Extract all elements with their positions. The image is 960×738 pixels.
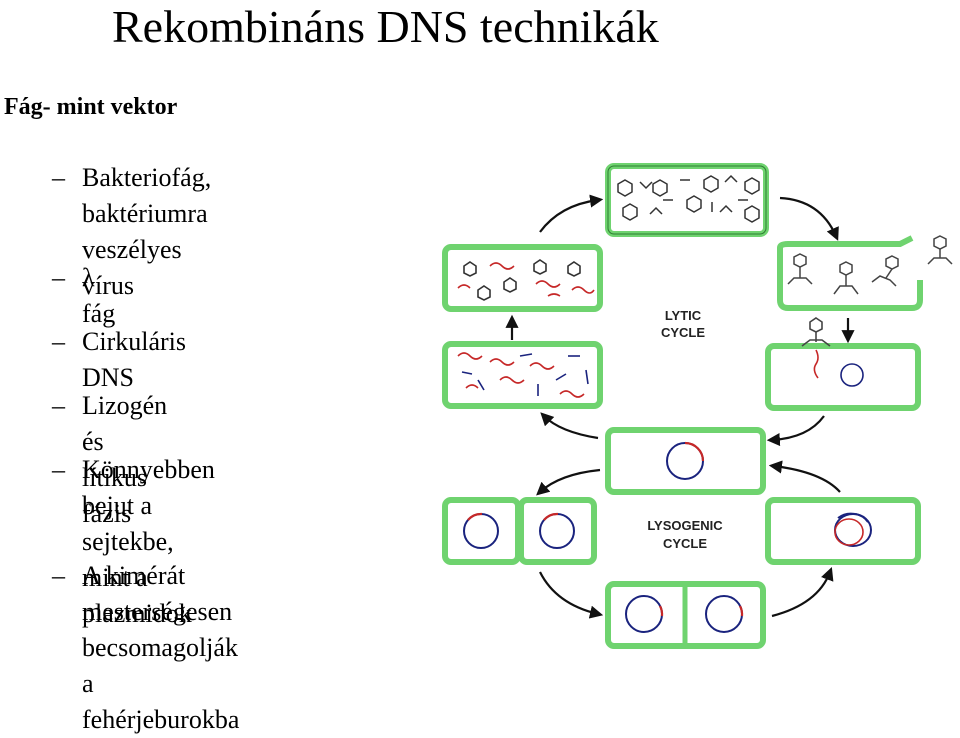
cell-phage-release <box>777 235 953 311</box>
bullet-text: Cirkuláris DNS <box>82 327 186 392</box>
lysogenic-label-line1: LYSOGENIC <box>647 518 723 533</box>
cycle-arrows <box>505 194 855 619</box>
cell-integration <box>765 497 921 565</box>
section-subtitle: Fág- mint vektor <box>4 94 178 120</box>
cell-lytic-left-bottom <box>442 341 603 409</box>
lytic-cycle-label: LYTIC CYCLE <box>661 308 705 340</box>
cell-lysogen-center <box>605 427 766 495</box>
bullet-text: λ fág <box>82 263 116 328</box>
bullet-text: Lizogén és lítikus fázis <box>82 391 168 528</box>
cell-replicating <box>605 581 766 649</box>
lysogenic-cycle-label: LYSOGENIC CYCLE <box>647 518 723 551</box>
cell-infection <box>765 317 921 411</box>
bullet-dash: – <box>52 163 65 192</box>
cell-dividing-left <box>442 497 597 565</box>
lysogenic-label-line2: CYCLE <box>663 536 707 551</box>
bullet-text: Bakteriofág, baktériumra veszélyes vírus <box>82 163 212 300</box>
bullet-dash: – <box>52 391 65 420</box>
bullet-dash: – <box>52 561 65 590</box>
phage-cycle-diagram: LYTIC CYCLE LYSOGENIC CYCLE <box>442 163 953 649</box>
lytic-label-line1: LYTIC <box>665 308 702 323</box>
bullet-dash: – <box>52 455 65 484</box>
bullet-dash: – <box>52 263 65 292</box>
cell-lytic-left-top <box>442 244 603 312</box>
bullet-text: Könnyebben bejut a sejtekbe, mint a plaz… <box>82 455 215 628</box>
bullet-dash: – <box>52 327 65 356</box>
page-title: Rekombináns DNS technikák <box>112 1 659 52</box>
lytic-label-line2: CYCLE <box>661 325 705 340</box>
cell-top-lysed <box>605 163 769 237</box>
